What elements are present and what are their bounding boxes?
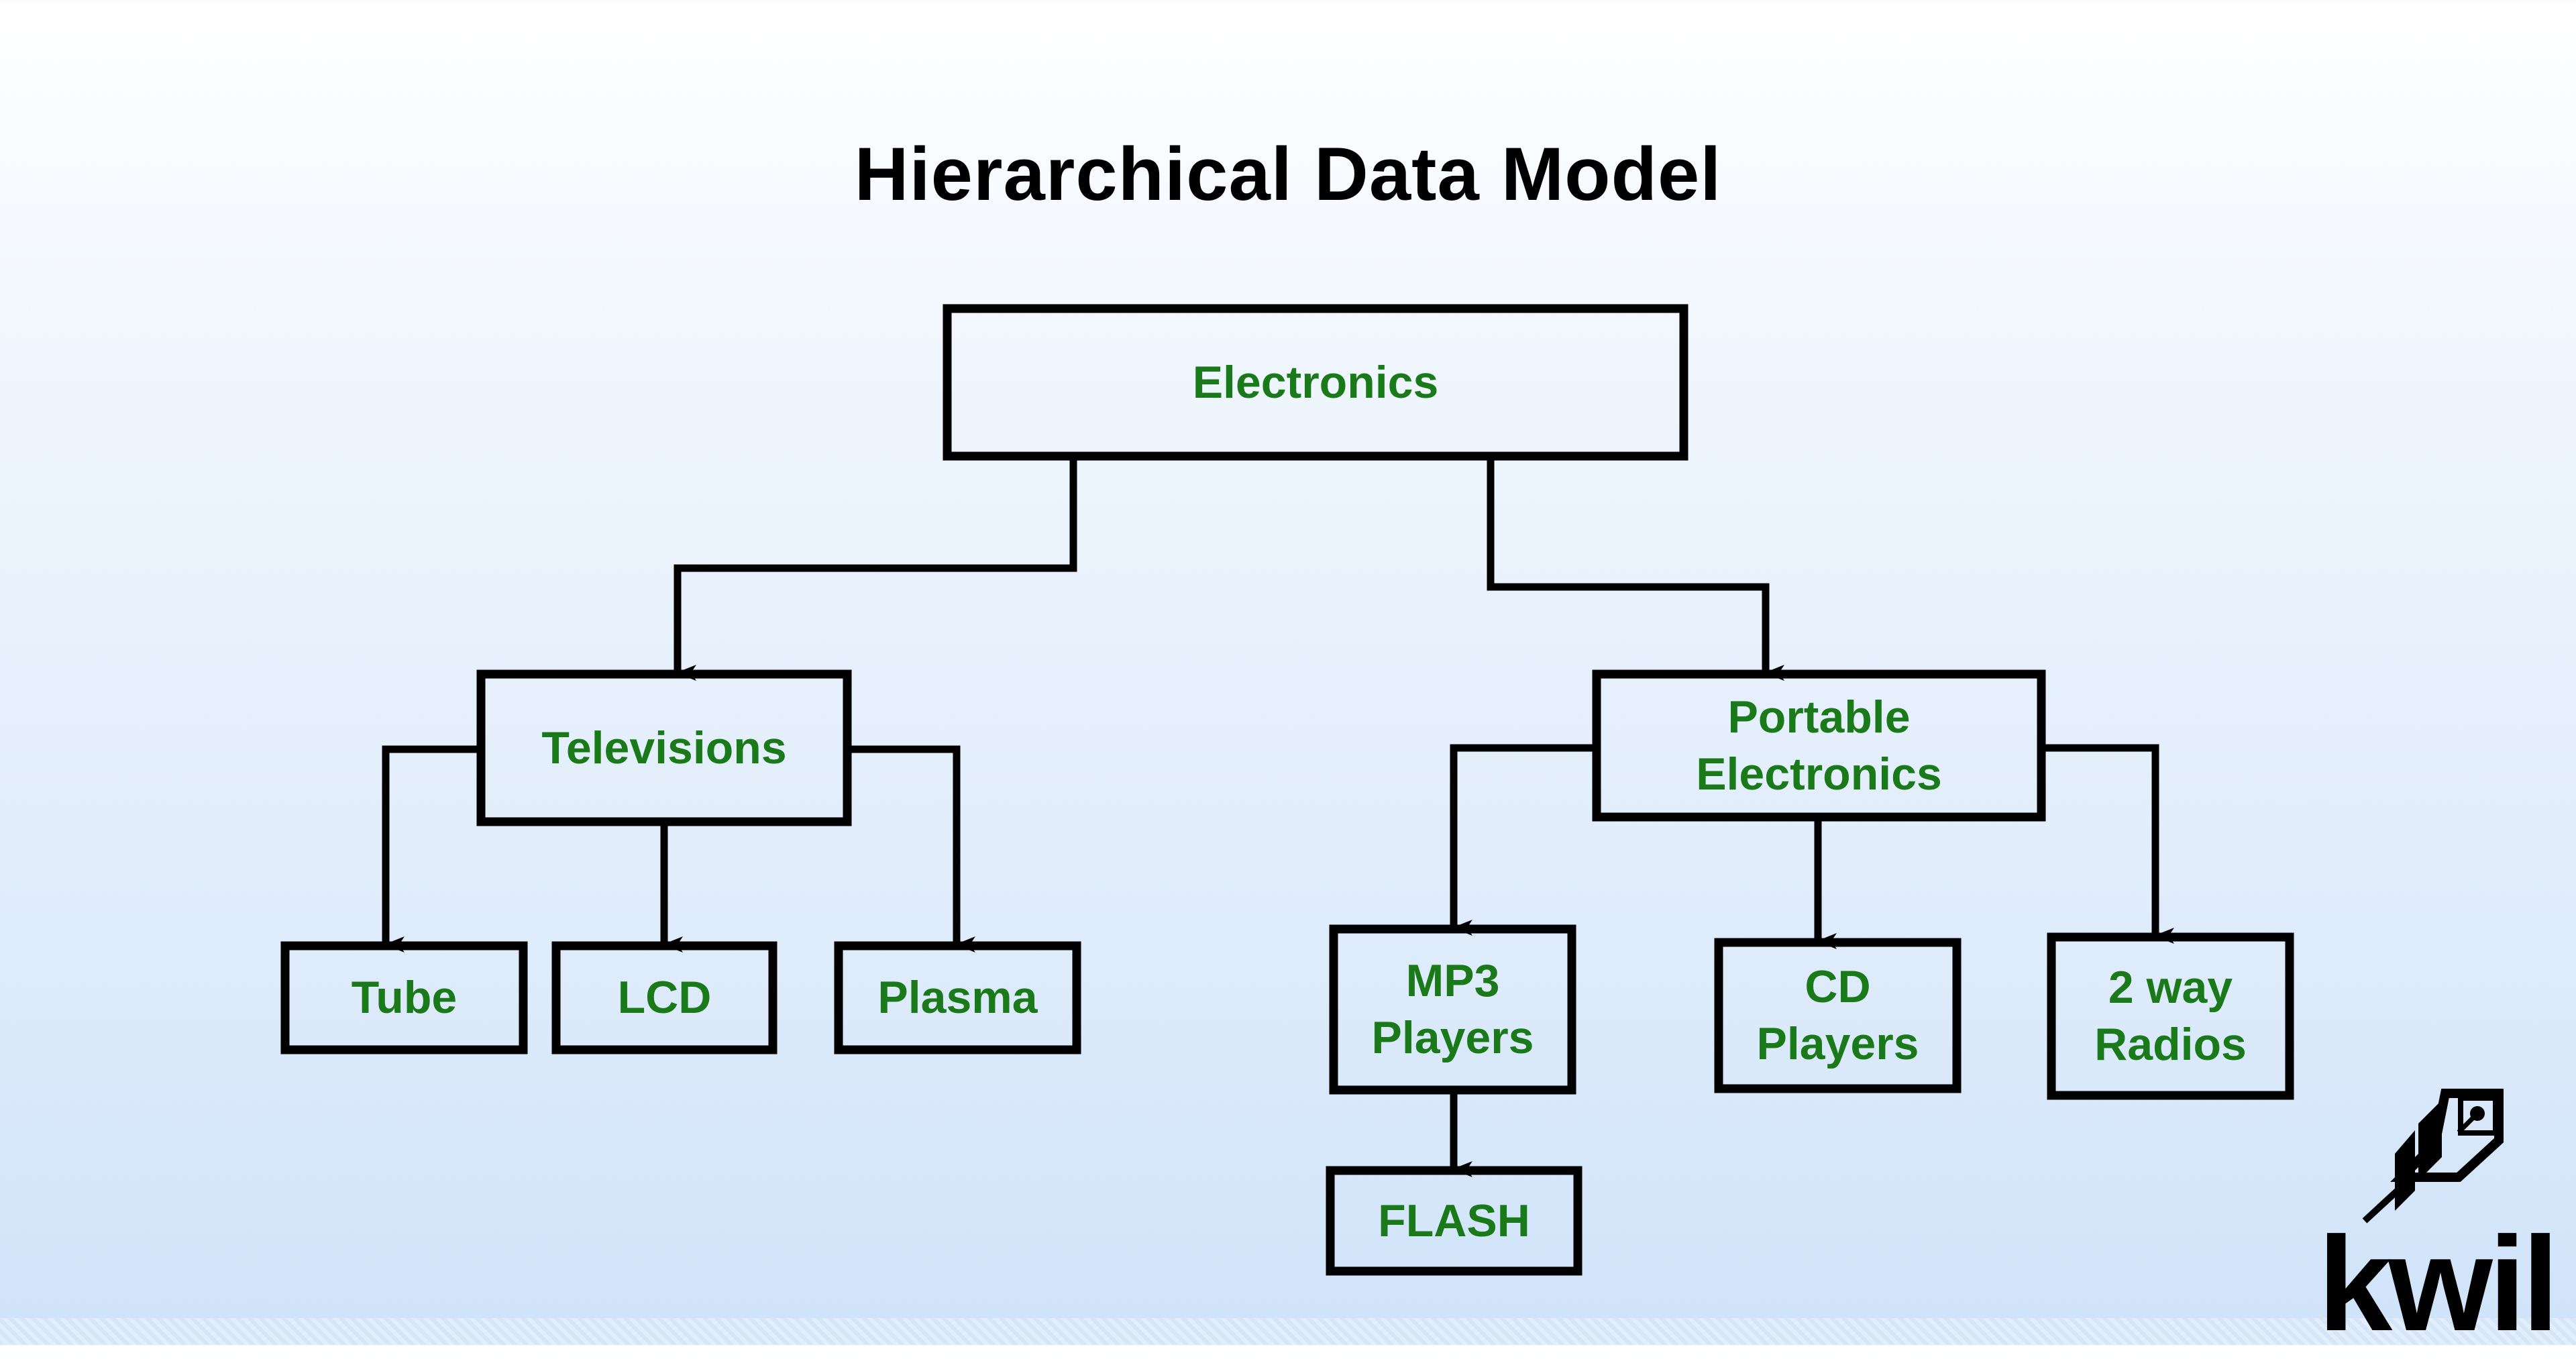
node-label-cd: CD Players [1756, 961, 1919, 1069]
background-pattern-band [0, 1318, 2576, 1345]
node-label-mp3: MP3 Players [1371, 955, 1534, 1063]
connector-televisions-to-tube [382, 745, 481, 953]
connector-electronics-to-portable [1487, 456, 1784, 681]
node-box-plasma [834, 941, 1081, 1054]
node-label-flash: FLASH [1378, 1195, 1530, 1246]
connector-televisions-to-plasma [847, 745, 975, 953]
node-label-lcd: LCD [617, 972, 712, 1023]
node-box-mp3 [1329, 924, 1576, 1095]
node-box-flash [1326, 1166, 1582, 1276]
connector-portable-to-mp3 [1450, 744, 1597, 936]
node-label-portable: Portable Electronics [1696, 691, 1942, 800]
node-box-cd [1714, 938, 1962, 1093]
kwil-logo-text: kwil [2318, 1209, 2559, 1359]
connector-portable-to-radios [2041, 744, 2174, 944]
page-title: Hierarchical Data Model [854, 132, 1722, 216]
node-label-televisions: Televisions [541, 722, 787, 773]
node-box-tube [280, 941, 528, 1054]
node-label-plasma: Plasma [877, 972, 1038, 1023]
node-label-radios: 2 way Radios [2094, 962, 2247, 1070]
node-label-electronics: Electronics [1192, 356, 1439, 408]
quill-feather-icon [2362, 1089, 2504, 1224]
connector-electronics-to-televisions [674, 456, 1077, 681]
node-box-portable [1592, 669, 2046, 822]
connector-group [382, 456, 2174, 1177]
node-box-televisions [476, 669, 852, 826]
node-box-radios [2047, 932, 2294, 1100]
node-label-tube: Tube [351, 972, 458, 1023]
node-box-group [280, 304, 2294, 1276]
node-box-electronics [943, 304, 1688, 461]
node-box-lcd [551, 941, 777, 1054]
